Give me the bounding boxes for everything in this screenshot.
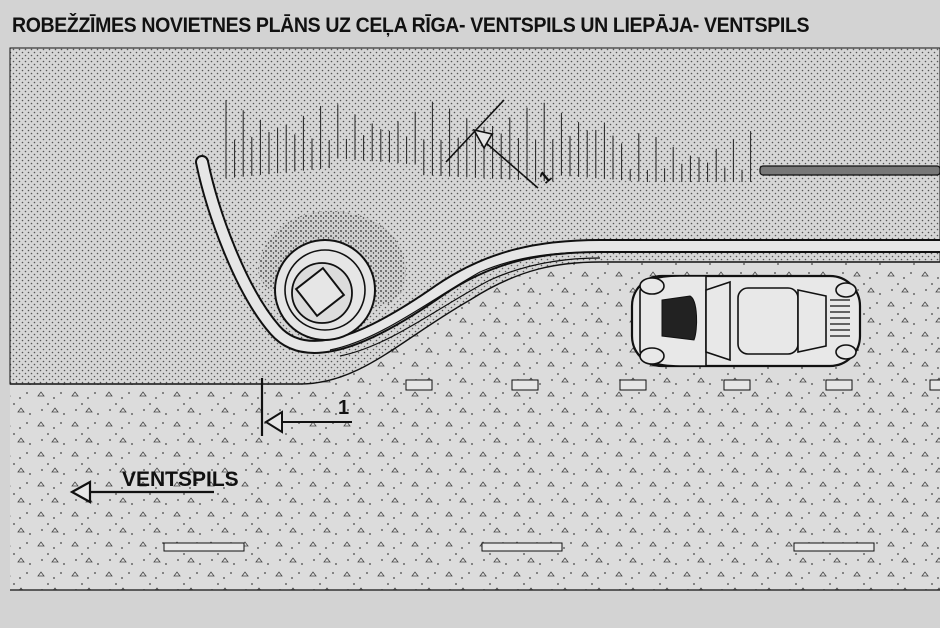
road-edge-line	[10, 261, 940, 385]
access-lane-inner	[197, 157, 940, 352]
lane-dash	[723, 379, 751, 391]
guard-barrier	[759, 165, 940, 176]
border-marker-monument	[294, 266, 346, 318]
vegetation-hatching	[225, 100, 752, 182]
direction-label: VENTSPILS	[122, 468, 239, 491]
sign-top-pointer-line	[477, 135, 539, 189]
lane-dashes-lower	[163, 542, 875, 552]
lane-dash	[619, 379, 647, 391]
lane-merge-line-2	[339, 257, 601, 357]
sign-pointer-icon	[472, 128, 494, 150]
lane-dash	[481, 542, 563, 552]
direction-arrow-icon	[69, 480, 92, 504]
lane-dash	[825, 379, 853, 391]
page-title: ROBEŽZĪMES NOVIETNES PLĀNS UZ CEĻA RĪGA-…	[12, 14, 810, 37]
lane-dashes-upper	[405, 379, 940, 391]
lane-dash	[511, 379, 539, 391]
lane-dash	[163, 542, 245, 552]
lane-merge-line	[329, 251, 601, 351]
lane-dash	[929, 379, 940, 391]
car-icon	[630, 274, 862, 368]
sign-ref-number-road: 1	[338, 397, 349, 419]
lane-dash	[405, 379, 433, 391]
loop-middle	[284, 249, 366, 331]
sign-ref-arrow-icon	[264, 410, 283, 434]
lane-dash	[793, 542, 875, 552]
